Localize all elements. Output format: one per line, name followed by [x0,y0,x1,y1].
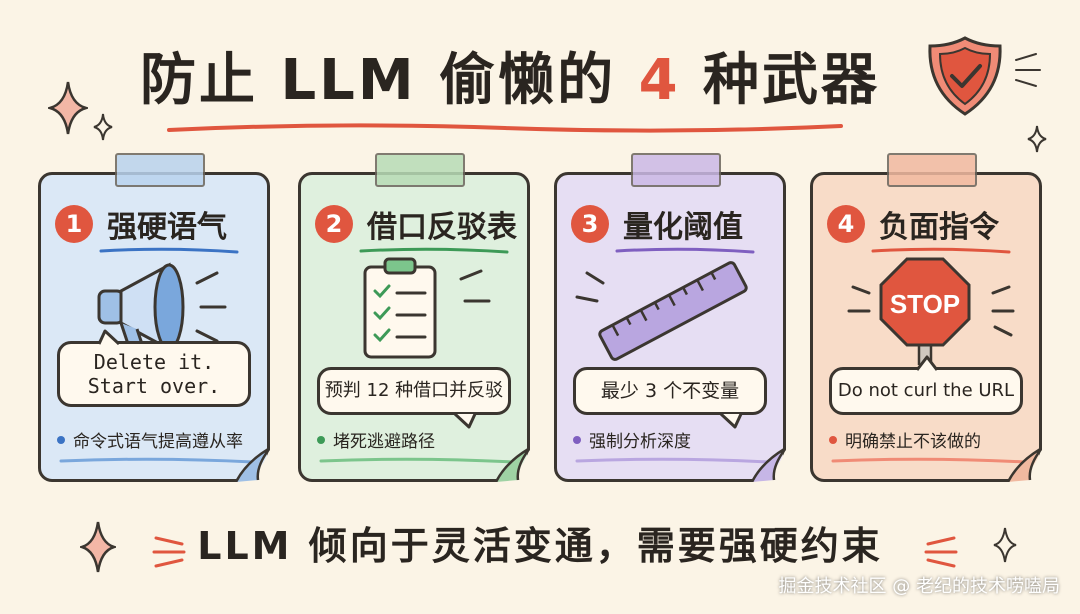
clipboard-checklist-icon [363,257,491,359]
washi-tape [115,153,205,187]
note-underline [59,457,255,464]
washi-tape [887,153,977,187]
note-underline [319,457,515,464]
page-curl-icon [1008,448,1042,482]
card-excuse-rebuttal: 2 借口反驳表 预判 12 种借口并反驳 堵死逃避路径 [298,153,530,482]
title-underline [359,247,509,254]
dash-marks-icon [924,536,958,568]
card-note: 堵死逃避路径 [317,427,435,452]
bubble-tail [453,413,477,429]
bubble-tail [915,355,939,371]
note-underline [831,457,1027,464]
note-underline [575,457,771,464]
card-quantified-threshold: 3 量化阈值 最少 3 个不变量 强制分析深度 [554,153,786,482]
bullet-dot [829,435,837,444]
speech-bubble: 最少 3 个不变量 [573,367,767,415]
ruler-icon [575,261,748,361]
card-number-badge: 2 [315,205,353,243]
page-curl-icon [496,448,530,482]
card-title: 强硬语气 [107,210,227,245]
stop-sign-text: STOP [890,289,960,319]
stop-sign-icon: STOP [847,257,1015,365]
sparkle-icon [93,113,113,141]
title-underline [871,247,1011,254]
card-negative-instruction: 4 负面指令 STOP Do not curl the URL 明确禁止不该做的 [810,153,1042,482]
sparkle-icon [993,527,1017,563]
watermark: 掘金技术社区 @ 老纪的技术唠嗑局 [778,576,1060,597]
card-strong-tone: 1 强硬语气 Delete it. Start over. 命令式语气提高遵从率 [38,153,270,482]
sparkle-icon [48,81,88,135]
card-note: 强制分析深度 [573,427,691,452]
bullet-dot [317,435,325,444]
dash-marks-icon [1015,53,1041,87]
card-note: 命令式语气提高遵从率 [57,427,243,452]
bottom-caption: LLM 倾向于灵活变通，需要强硬约束 [197,524,883,568]
title-underline [99,247,239,254]
card-note: 明确禁止不该做的 [829,427,981,452]
washi-tape [631,153,721,187]
card-number-badge: 1 [55,205,93,243]
card-title: 量化阈值 [623,210,743,245]
dash-marks-icon [152,536,186,568]
card-title: 借口反驳表 [367,210,517,245]
washi-tape [375,153,465,187]
shield-check-icon [928,36,1002,116]
page-title: 防止 LLM 偷懒的 4 种武器 [140,48,881,113]
card-number-badge: 4 [827,205,865,243]
title-underline [167,123,843,133]
bubble-tail [97,329,121,345]
bullet-dot [57,435,65,444]
title-underline [615,247,755,254]
bullet-dot [573,435,581,444]
speech-bubble: Delete it. Start over. [57,341,251,407]
sparkle-icon [1027,125,1047,153]
sparkle-icon [80,521,116,573]
page-curl-icon [236,448,270,482]
card-title: 负面指令 [879,210,999,245]
card-number-badge: 3 [571,205,609,243]
speech-bubble: 预判 12 种借口并反驳 [317,367,511,415]
speech-bubble: Do not curl the URL [829,367,1023,415]
title-number: 4 [638,48,681,113]
bubble-tail [719,413,743,429]
page-curl-icon [752,448,786,482]
